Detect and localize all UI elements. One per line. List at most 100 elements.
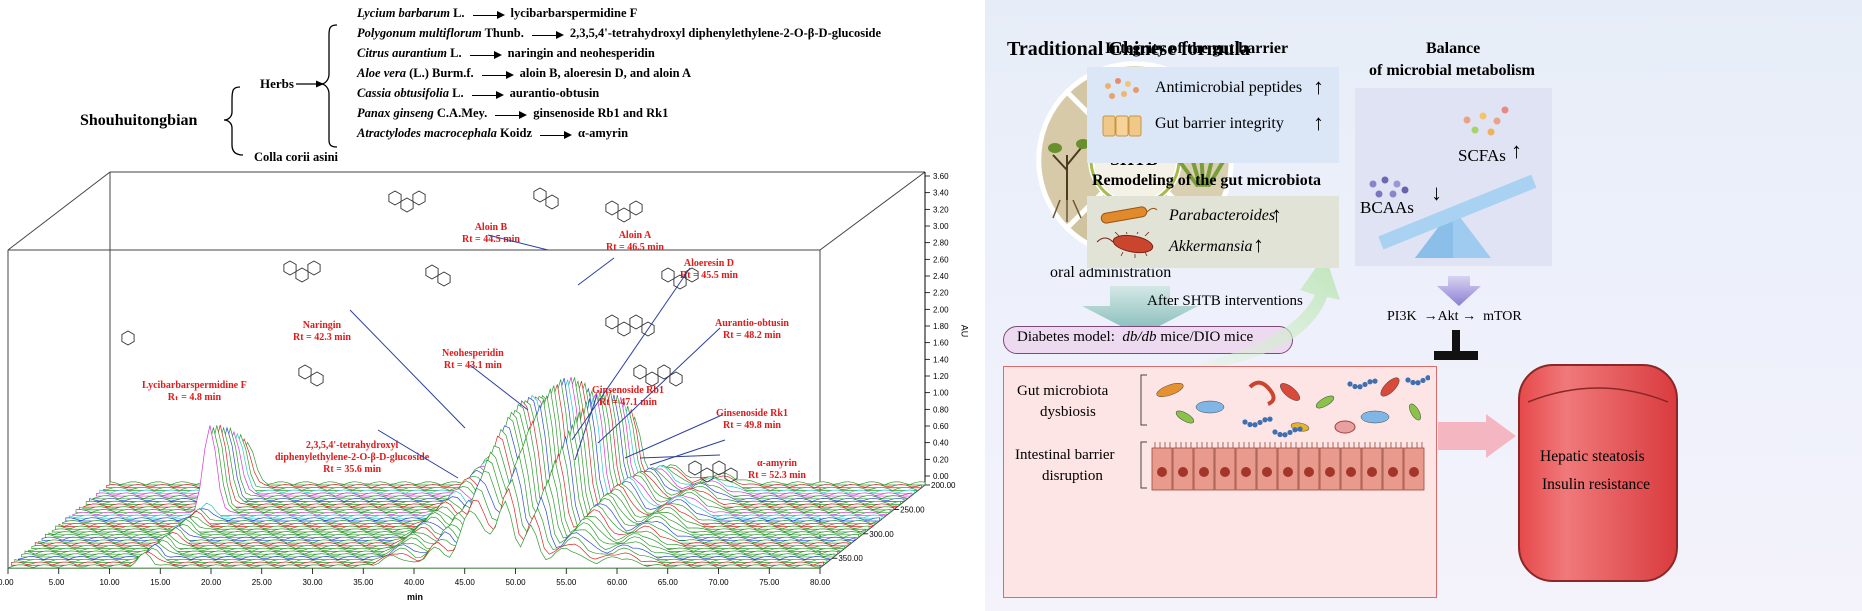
bacterium — [1297, 426, 1303, 432]
y-tick-label: 3.40 — [933, 189, 949, 198]
colla-label: Colla corii asini — [254, 150, 339, 164]
bacterium — [1280, 383, 1300, 401]
molecule-ring — [283, 260, 297, 276]
x-tick-label: 35.00 — [353, 578, 374, 587]
bacterium — [1347, 381, 1353, 387]
molecule-ring — [412, 190, 426, 206]
gut-barrier-icon — [1102, 115, 1142, 137]
x-axis-label: min — [407, 592, 424, 602]
x-tick-label: 10.00 — [100, 578, 121, 587]
herbs-label: Herbs — [260, 76, 294, 91]
molecule-ring — [629, 200, 643, 216]
dysbiosis-line1: Gut microbiota — [1017, 383, 1109, 399]
cell-nucleus — [1241, 467, 1251, 477]
down-arrow-teal — [1082, 286, 1198, 336]
bacterium — [1315, 395, 1335, 409]
cell-nucleus — [1262, 467, 1272, 477]
molecule-ring — [645, 371, 659, 387]
x-tick-label: 20.00 — [201, 578, 222, 587]
molecule-ring — [633, 364, 647, 380]
herb-latin: Cassia obtusifolia — [357, 86, 450, 100]
herb-latin: Polygonum multiflorum — [357, 26, 482, 40]
herb-author: L. — [446, 46, 462, 60]
peak-pointer-lines — [349, 234, 726, 479]
bcaas-down-arrow: ↓ — [1431, 180, 1442, 205]
purple-down-arrow — [1437, 276, 1481, 306]
molecule-ring — [629, 314, 643, 330]
molecule-ring — [400, 197, 414, 213]
amp-icon — [1105, 78, 1139, 99]
herb-row: Panax ginseng C.A.Mey. — [357, 106, 487, 121]
arrow-right-icon — [469, 51, 502, 59]
x-tick-label: 55.00 — [556, 578, 577, 587]
bracket-lines — [1140, 374, 1147, 489]
bacterium — [1247, 421, 1253, 428]
herb-compound: α-amyrin — [578, 126, 629, 140]
bacterium — [1409, 403, 1421, 421]
herb-latin: Aloe vera — [357, 66, 406, 80]
molecule-ring — [657, 364, 671, 380]
x-tick-label: 25.00 — [252, 578, 273, 587]
arrow-right-icon — [472, 11, 505, 19]
herb-row: Cassia obtusifolia L. — [357, 86, 464, 101]
y-tick-label: 1.20 — [933, 372, 949, 381]
bacterium — [1380, 377, 1400, 397]
amp-label: Antimicrobial peptides — [1155, 79, 1303, 96]
herb-latin: Citrus aurantium — [357, 46, 447, 60]
y-tick-label: 3.60 — [933, 172, 949, 181]
bacteria-illustration — [1156, 375, 1430, 438]
cell-nucleus — [1346, 467, 1356, 477]
herb-compound: aloin B, aloeresin D, and aloin A — [519, 66, 691, 80]
root-label: Shouhuitongbian — [80, 112, 198, 129]
outcome-cylinder — [1518, 364, 1678, 582]
cell-nucleus — [1220, 467, 1230, 477]
arrow-right-icon — [531, 31, 564, 39]
y-tick-label: 1.40 — [933, 355, 949, 364]
chromatogram-frame: 3.603.403.203.002.802.602.402.202.001.80… — [0, 171, 956, 587]
y-tick-label: 0.40 — [933, 439, 949, 448]
x-tick-label: 0.00 — [0, 578, 14, 587]
arrow-right-icon — [540, 131, 572, 139]
y-tick-label: 1.80 — [933, 322, 949, 331]
bacterium — [1362, 381, 1368, 388]
bcaas-label: BCAAs — [1360, 198, 1414, 217]
bacterium — [1334, 420, 1356, 434]
herb-author: (L.) Burm.f. — [405, 66, 474, 80]
y-tick-label: 2.60 — [933, 255, 949, 264]
cell-nucleus — [1409, 467, 1419, 477]
cell-nucleus — [1325, 467, 1335, 477]
balance-scale — [1369, 106, 1537, 258]
x-tick-label: 40.00 — [404, 578, 425, 587]
herb-author: L. — [449, 6, 465, 20]
arrow-right-icon — [481, 71, 514, 79]
cell-nucleus — [1283, 467, 1293, 477]
cell-nucleus — [1157, 467, 1167, 477]
x-tick-label: 45.00 — [455, 578, 476, 587]
akkermansia-icon — [1096, 232, 1154, 258]
herb-row: Polygonum multiflorum Thunb. — [357, 26, 524, 41]
x-tick-label: 60.00 — [607, 578, 628, 587]
gbi-up-arrow: ↑ — [1313, 110, 1324, 135]
molecule-ring — [533, 187, 547, 203]
molecule-ring — [388, 190, 402, 206]
cell-nucleus — [1304, 467, 1314, 477]
bacterium — [1156, 383, 1184, 397]
integrity-title: Integrity of the gut barrier — [1105, 40, 1289, 57]
herb-author: Thunb. — [481, 26, 524, 40]
molecule-ring — [605, 314, 619, 330]
parabacteroides-icon — [1100, 206, 1158, 224]
y-tick-label: 0.00 — [933, 472, 949, 481]
bacterium — [1410, 379, 1416, 386]
y-tick-label: 2.40 — [933, 272, 949, 281]
herb-latin: Atractylodes macrocephala — [357, 126, 497, 140]
molecule-ring — [298, 364, 312, 380]
z-tick-label: 300.00 — [869, 530, 894, 539]
y-tick-label: 3.20 — [933, 205, 949, 214]
molecule-ring — [641, 321, 655, 337]
barrier-line1: Intestinal barrier — [1015, 447, 1115, 463]
herb-row: Lycium barbarum L. — [357, 6, 465, 21]
molecule-ring — [307, 260, 321, 276]
